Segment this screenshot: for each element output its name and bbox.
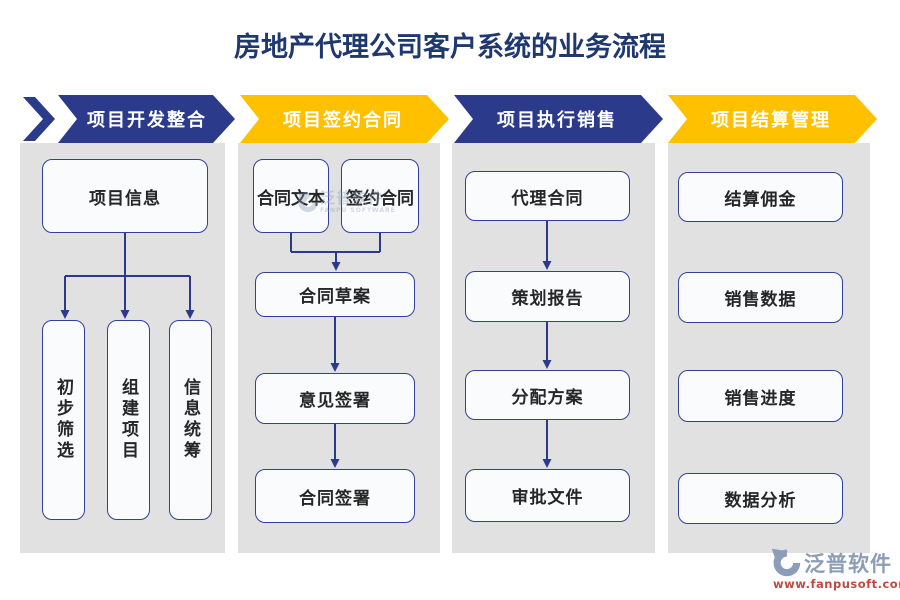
flow-box-sales-progress: 销售进度 [678,370,843,422]
banner-label-4: 项目结算管理 [711,109,831,131]
banner-header-row: 项目开发整合 项目签约合同 项目执行销售 项目结算管理 [23,95,877,143]
banner-label-1: 项目开发整合 [87,109,207,131]
banner-column-4 [668,95,877,143]
fanpu-brand-name: 泛普软件 [804,552,892,576]
flow-box-signed-contract: 签约合同 [341,159,419,233]
banner-label-3: 项目执行销售 [497,109,617,131]
flow-box-project-info: 项目信息 [42,159,208,233]
flow-box-contract-text: 合同文本 [253,159,329,233]
banner-label-2: 项目签约合同 [283,109,403,131]
flow-box-contract-draft: 合同草案 [255,272,415,317]
flow-box-planning-report: 策划报告 [465,271,630,322]
flow-box-info-coordination: 信息统筹 [169,320,212,520]
flow-box-data-analysis: 数据分析 [678,473,843,524]
page-title: 房地产代理公司客户系统的业务流程 [234,32,666,63]
flow-box-approval-documents: 审批文件 [465,469,630,522]
flow-box-preliminary-screening: 初步筛选 [42,320,85,520]
banner-tail-chevron [23,97,55,141]
flow-box-opinion-signing: 意见签署 [255,373,415,424]
fanpu-logo-icon [771,548,801,577]
banner-column-2 [240,95,449,143]
banner-column-3 [454,95,663,143]
flow-box-form-project: 组建项目 [107,320,150,520]
fanpu-website-link[interactable]: www.fanpusoft.com [773,577,900,591]
flow-box-sales-data: 销售数据 [678,272,843,323]
flow-box-agency-contract: 代理合同 [465,171,630,221]
banner-column-1 [58,95,235,143]
flow-box-settle-commission: 结算佣金 [678,172,843,222]
flow-box-allocation-plan: 分配方案 [465,370,630,420]
flow-box-contract-signing: 合同签署 [255,469,415,523]
